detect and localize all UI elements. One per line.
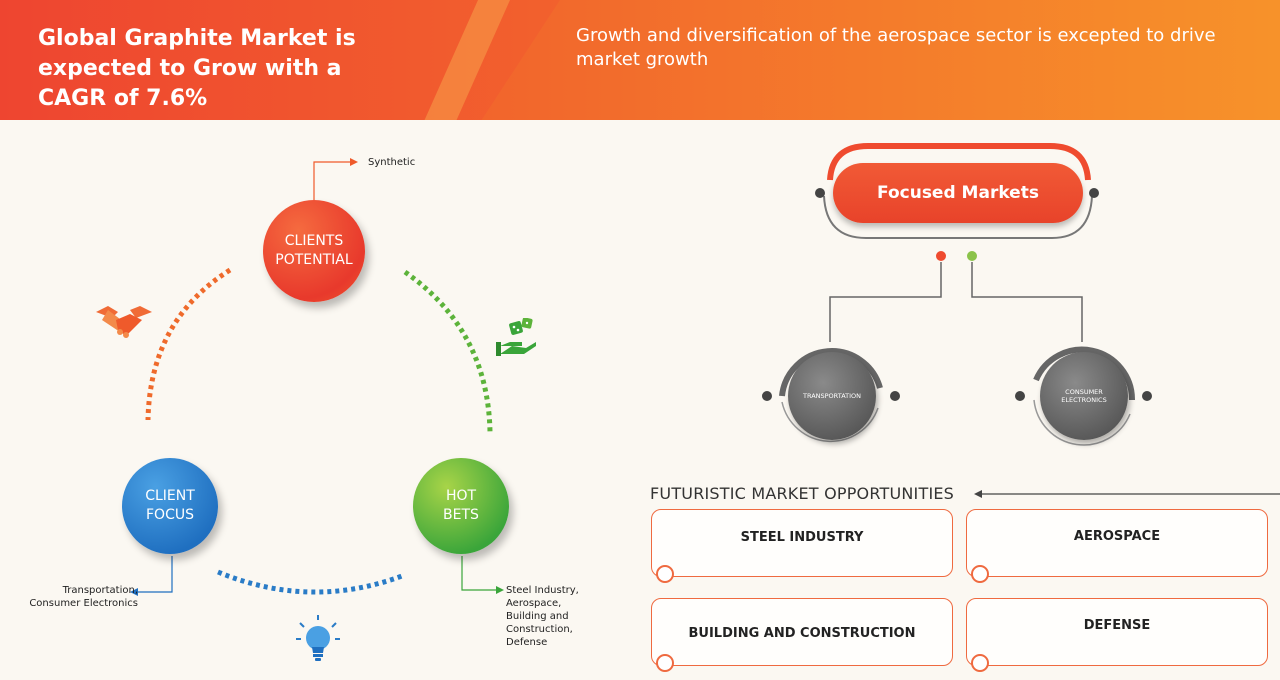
hot-bets-detail-line3: Building and [506, 611, 569, 622]
market-transportation-label: TRANSPORTATION [802, 392, 861, 400]
clients-potential-line1: CLIENTS [284, 233, 344, 249]
opportunity-dot [656, 654, 674, 672]
market-consumer-line1: CONSUMER [1065, 388, 1103, 396]
opportunity-defense: DEFENSE [966, 598, 1268, 672]
opportunity-defense-label: DEFENSE [1083, 618, 1151, 633]
header-banner: Global Graphite Market is expected to Gr… [0, 0, 1280, 120]
opportunity-building-construction: BUILDING AND CONSTRUCTION [651, 598, 953, 672]
futuristic-arrow [974, 490, 1280, 498]
fm-connector-left [829, 262, 942, 342]
hot-bets-detail-line2: Aerospace, [506, 598, 562, 609]
client-focus-circle: CLIENT FOCUS [122, 458, 218, 554]
market-consumer-line2: ELECTRONICS [1061, 396, 1107, 404]
page-subtitle: Growth and diversification of the aerosp… [576, 25, 1216, 70]
dice-hand-icon [496, 318, 536, 356]
hot-bets-detail-line5: Defense [506, 637, 548, 648]
lightbulb-icon [296, 615, 340, 661]
blue-dotted-arc [217, 569, 403, 595]
client-focus-arrow [130, 588, 138, 596]
fm-connector-right [971, 262, 1083, 342]
focused-markets-diagram [762, 143, 1152, 446]
handshake-icon [96, 306, 152, 338]
client-focus-detail: Transportation, Consumer Electronics [18, 584, 138, 610]
hot-bets-detail: Steel Industry, Aerospace, Building and … [506, 584, 596, 649]
fm-frame-bottom [823, 195, 1093, 239]
clients-potential-line2: POTENTIAL [275, 252, 353, 268]
hot-bets-line1: HOT [445, 488, 477, 504]
futuristic-title: FUTURISTIC MARKET OPPORTUNITIES [650, 484, 955, 503]
market-consumer-electronics: CONSUMER ELECTRONICS [1040, 352, 1128, 440]
hot-bets-detail-line4: Construction, [506, 624, 573, 635]
client-focus-detail-line2: Consumer Electronics [29, 598, 138, 609]
hot-bets-circle: HOT BETS [413, 458, 509, 554]
opportunity-dot [971, 565, 989, 583]
cycle-diagram [130, 158, 504, 596]
opportunity-dot [656, 565, 674, 583]
synthetic-label: Synthetic [368, 157, 416, 168]
synthetic-arrow [350, 158, 358, 166]
hot-bets-arrow [496, 586, 504, 594]
opportunity-dot [971, 654, 989, 672]
market-transportation: TRANSPORTATION [788, 352, 876, 440]
opportunity-steel-industry: STEEL INDUSTRY [651, 509, 953, 583]
clients-potential-circle: CLIENTS POTENTIAL [263, 200, 365, 302]
focused-markets-pill: Focused Markets [833, 163, 1083, 223]
synthetic-connector [313, 161, 350, 200]
orange-dotted-arc [145, 267, 232, 421]
opportunity-aerospace-label: AEROSPACE [1073, 529, 1161, 544]
page-title: Global Graphite Market is expected to Gr… [38, 26, 356, 111]
fm-frame-top [827, 143, 1091, 181]
opportunity-building-label: BUILDING AND CONSTRUCTION [688, 626, 916, 641]
client-focus-connector [138, 556, 173, 593]
client-focus-line2: FOCUS [146, 507, 194, 523]
hot-bets-line2: BETS [443, 507, 479, 523]
green-dotted-arc [403, 269, 493, 433]
hot-bets-detail-line1: Steel Industry, [506, 585, 579, 596]
opportunity-aerospace: AEROSPACE [966, 509, 1268, 583]
client-focus-detail-line1: Transportation, [62, 585, 138, 596]
opportunity-steel-label: STEEL INDUSTRY [740, 530, 864, 545]
client-focus-line1: CLIENT [145, 488, 195, 504]
hot-bets-connector [461, 556, 496, 591]
